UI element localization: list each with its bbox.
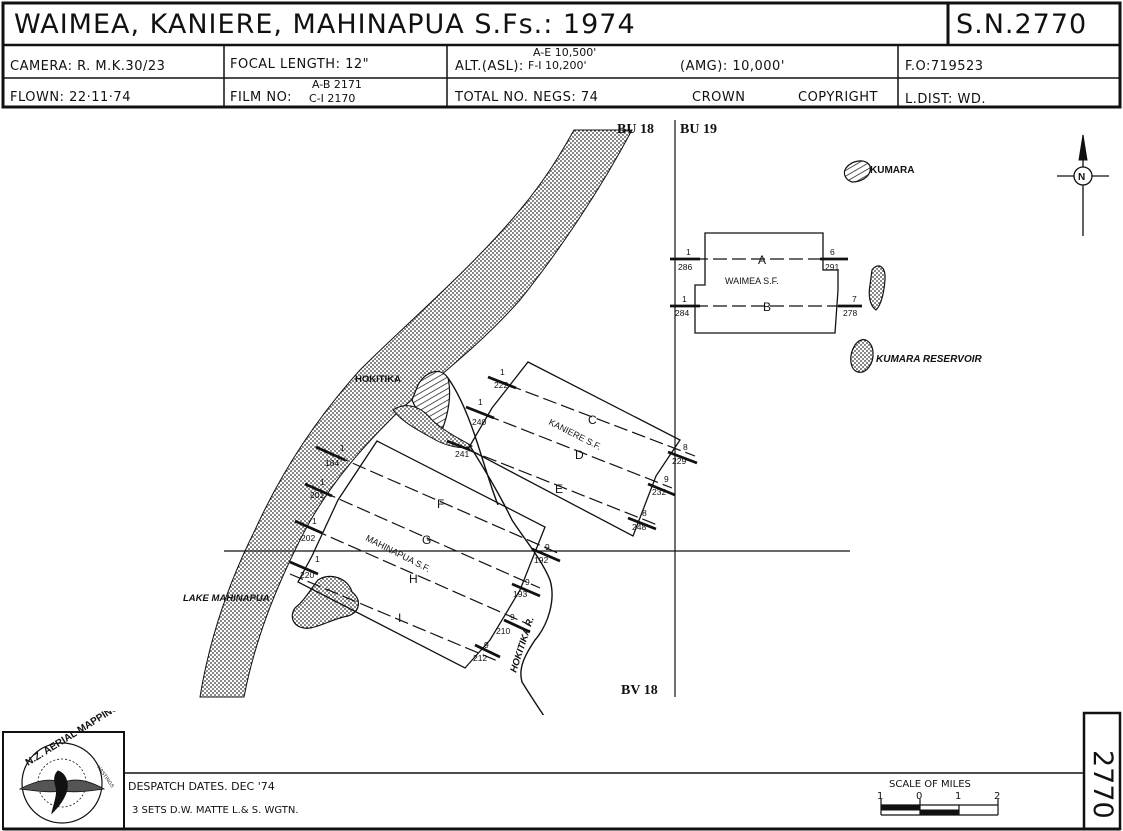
run-c-end-frame: 8 <box>683 442 688 452</box>
film-line-1: A-B 2171 <box>312 78 362 91</box>
logo-text: N.Z. AERIAL MAPPING <box>24 711 121 769</box>
run-h-start-neg: 202 <box>301 533 315 543</box>
scale-bar <box>880 799 999 816</box>
sheet-bu19: BU 19 <box>680 122 717 137</box>
run-f-end-frame: 9 <box>545 542 550 552</box>
mahinapua-block-outline <box>297 440 546 669</box>
camera-field: CAMERA: R. M.K.30/23 <box>10 59 166 74</box>
run-a-start-neg: 286 <box>678 262 692 272</box>
run-label-h: H <box>409 572 418 586</box>
film-line-2: C-I 2170 <box>309 92 356 105</box>
place-hokitika: HOKITIKA <box>355 374 401 385</box>
footer-frame: N.Z. AERIAL MAPPING HASTINGS <box>2 711 1122 831</box>
run-label-i: I <box>398 611 401 625</box>
run-a-end-frame: 6 <box>830 247 835 257</box>
run-c-start-neg: 222 <box>494 380 508 390</box>
scale-tick-1: 1 <box>955 791 962 802</box>
run-a-end-neg: 291 <box>825 262 839 272</box>
waimea-lake <box>868 265 886 311</box>
focal-length-field: FOCAL LENGTH: 12" <box>230 57 370 72</box>
waimea-forest-label: WAIMEA S.F. <box>725 276 779 286</box>
scale-tick-1-left: 1 <box>877 791 884 802</box>
serial-number: S.N.2770 <box>956 9 1088 40</box>
run-g-start-frame: 1 <box>320 477 325 487</box>
despatch-dates: DESPATCH DATES. DEC '74 <box>128 780 275 793</box>
fo-field: F.O:719523 <box>905 59 984 74</box>
run-f-end-neg: 192 <box>534 555 548 565</box>
run-g-start-neg: 201 <box>310 490 324 500</box>
run-a-start-frame: 1 <box>686 247 691 257</box>
crown-text: CROWN <box>692 90 746 105</box>
north-label: N <box>1078 172 1085 183</box>
sheet-bv18: BV 18 <box>621 683 658 698</box>
copyright-text: COPYRIGHT <box>798 90 878 105</box>
run-d-end-frame: 9 <box>664 474 669 484</box>
altitude-line-2: F-I 10,200' <box>528 59 587 72</box>
flown-field: FLOWN: 22·11·74 <box>10 90 131 105</box>
altitude-line-1: A-E 10,500' <box>533 46 597 59</box>
sheet-bu18: BU 18 <box>617 122 654 137</box>
run-b-end-frame: 7 <box>852 294 857 304</box>
run-i-start-neg: 220 <box>300 570 314 580</box>
run-label-f: F <box>437 497 444 511</box>
run-h-start-frame: 1 <box>312 516 317 526</box>
total-negs-field: TOTAL NO. NEGS: 74 <box>455 90 599 105</box>
run-label-c: C <box>588 413 597 427</box>
scale-title: SCALE OF MILES <box>889 779 971 790</box>
sea-coast-band <box>199 129 633 698</box>
run-i-end-frame: 9 <box>484 640 489 650</box>
run-h-end-frame: 9 <box>510 612 515 622</box>
scale-tick-2: 2 <box>994 791 1001 802</box>
run-d-end-neg: 232 <box>652 487 666 497</box>
run-c-start-frame: 1 <box>500 367 505 377</box>
kaniere-block-outline <box>467 361 681 537</box>
run-b-start-neg: 284 <box>675 308 689 318</box>
scale-tick-0: 0 <box>916 791 923 802</box>
run-label-d: D <box>575 448 584 462</box>
run-e-start-neg: 241 <box>455 449 469 459</box>
run-f-start-frame: 1 <box>340 443 345 453</box>
altitude-label: ALT.(ASL): <box>455 59 524 74</box>
map-title: WAIMEA, KANIERE, MAHINAPUA S.Fs.: 1974 <box>14 9 636 40</box>
run-label-g: G <box>422 533 431 547</box>
run-g-end-frame: 9 <box>525 577 530 587</box>
run-d-start-frame: 1 <box>478 397 483 407</box>
run-label-a: A <box>758 253 766 267</box>
run-label-e: E <box>555 482 563 496</box>
run-b-end-neg: 278 <box>843 308 857 318</box>
run-f-start-neg: 184 <box>325 458 339 468</box>
run-c-end-neg: 229 <box>672 456 686 466</box>
run-b-start-frame: 1 <box>682 294 687 304</box>
run-i-start-frame: 1 <box>315 554 320 564</box>
run-h-end-neg: 210 <box>496 626 510 636</box>
run-label-b: B <box>763 300 771 314</box>
north-arrow-icon <box>1057 134 1109 236</box>
place-kumara-reservoir: KUMARA RESERVOIR <box>876 354 983 365</box>
sets-info: 3 SETS D.W. MATTE L.& S. WGTN. <box>132 805 299 816</box>
run-e-end-neg: 248 <box>632 522 646 532</box>
lake-mahinapua <box>291 575 359 629</box>
film-label: FILM NO: <box>230 90 293 105</box>
place-lake-mahinapua: LAKE MAHINAPUA <box>183 593 270 604</box>
run-d-start-neg: 240 <box>472 417 486 427</box>
sheet-number-vertical: 2770 <box>1087 750 1118 819</box>
kumara-reservoir <box>850 339 874 373</box>
hokitika-river <box>447 377 553 715</box>
nz-aerial-mapping-logo <box>18 742 106 824</box>
header-frame <box>1 1 1122 109</box>
run-g-end-neg: 193 <box>513 589 527 599</box>
hokitika-estuary <box>392 405 474 449</box>
place-kumara: KUMARA <box>870 165 914 176</box>
land-district-field: L.DIST: WD. <box>905 92 986 107</box>
flight-plan-map: BU 18 BU 19 BV 18 WAIMEA S.F. KANIERE S.… <box>183 120 1109 715</box>
kumara-town <box>843 160 871 183</box>
run-i-end-neg: 212 <box>473 653 487 663</box>
run-e-end-frame: 8 <box>642 508 647 518</box>
amg-field: (AMG): 10,000' <box>680 59 785 74</box>
